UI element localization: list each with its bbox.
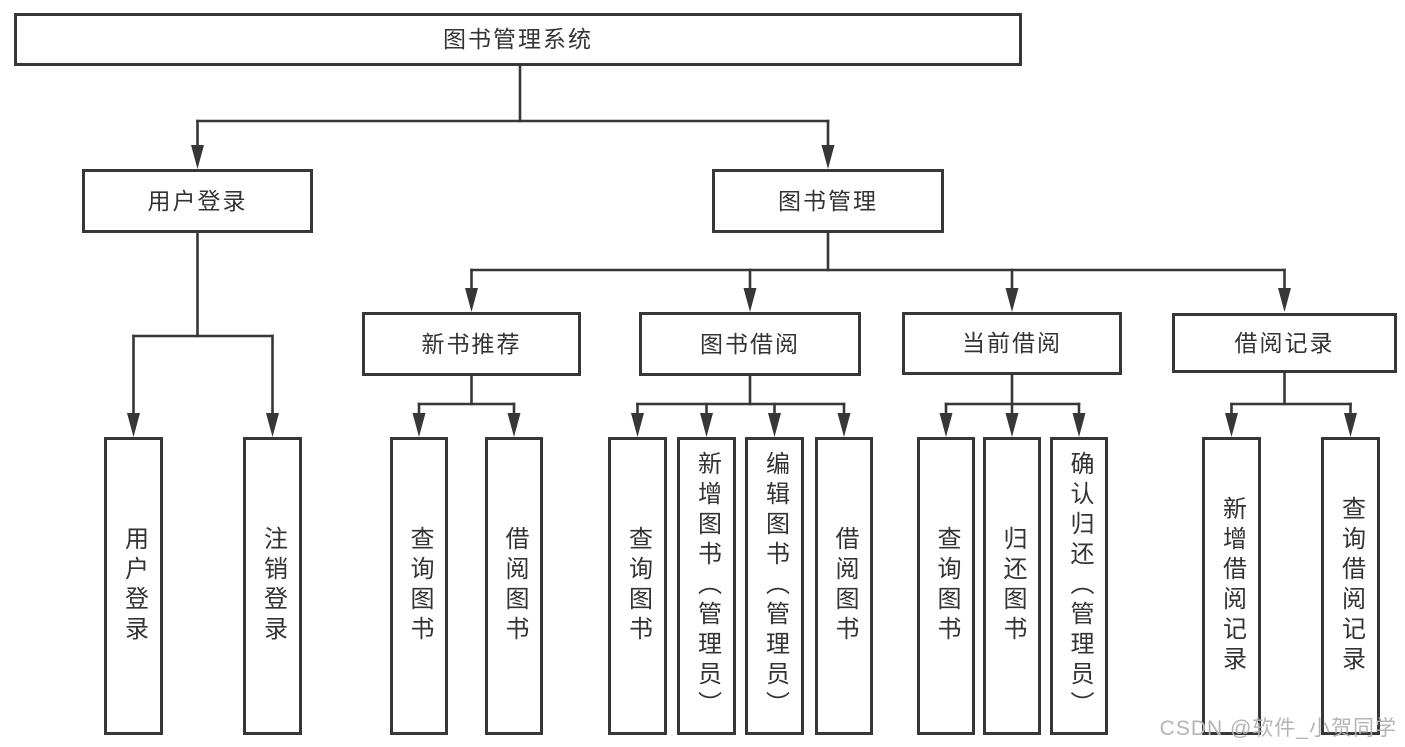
- arrowhead-icon: [821, 145, 835, 169]
- node-leaf-query-books-2: 查询图书: [608, 437, 667, 735]
- arrowhead-icon: [465, 288, 478, 312]
- arrowhead-icon: [1005, 413, 1019, 437]
- arrowhead-icon: [768, 413, 781, 437]
- node-leaf-return-books: 归还图书: [983, 437, 1041, 735]
- node-root: 图书管理系统: [14, 13, 1022, 66]
- arrowhead-icon: [1278, 288, 1291, 312]
- node-book-management: 图书管理: [712, 169, 944, 233]
- node-book-borrowing: 图书借阅: [639, 312, 861, 376]
- arrowhead-icon: [266, 413, 279, 437]
- node-leaf-query-books-1: 查询图书: [390, 437, 448, 735]
- arrowhead-icon: [1344, 413, 1357, 437]
- arrowhead-icon: [127, 413, 140, 437]
- arrowhead-icon: [837, 413, 851, 437]
- node-leaf-borrow-books-2: 借阅图书: [815, 437, 873, 735]
- node-current-borrowing: 当前借阅: [902, 312, 1122, 375]
- arrowhead-icon: [507, 413, 521, 437]
- arrowhead-icon: [1005, 288, 1019, 312]
- node-leaf-logout: 注销登录: [243, 437, 302, 735]
- node-leaf-query-books-3: 查询图书: [917, 437, 975, 735]
- node-new-book-recommend: 新书推荐: [362, 312, 581, 376]
- arrowhead-icon: [700, 413, 713, 437]
- node-leaf-edit-books: 编辑图书（管理员）: [745, 437, 804, 735]
- node-leaf-borrow-books-1: 借阅图书: [485, 437, 543, 735]
- arrowhead-icon: [191, 145, 204, 169]
- arrowhead-icon: [743, 288, 757, 312]
- node-leaf-add-books: 新增图书（管理员）: [677, 437, 736, 735]
- node-leaf-confirm-return: 确认归还（管理员）: [1050, 437, 1108, 735]
- node-leaf-query-borrow-record: 查询借阅记录: [1321, 437, 1380, 735]
- node-borrowing-records: 借阅记录: [1172, 313, 1397, 373]
- arrowhead-icon: [1072, 413, 1086, 437]
- node-leaf-add-borrow-record: 新增借阅记录: [1202, 437, 1261, 735]
- arrowhead-icon: [412, 413, 426, 437]
- arrowhead-icon: [631, 413, 644, 437]
- node-leaf-user-login: 用户登录: [104, 437, 163, 735]
- arrowhead-icon: [939, 413, 953, 437]
- node-user-login: 用户登录: [82, 169, 313, 233]
- arrowhead-icon: [1225, 413, 1238, 437]
